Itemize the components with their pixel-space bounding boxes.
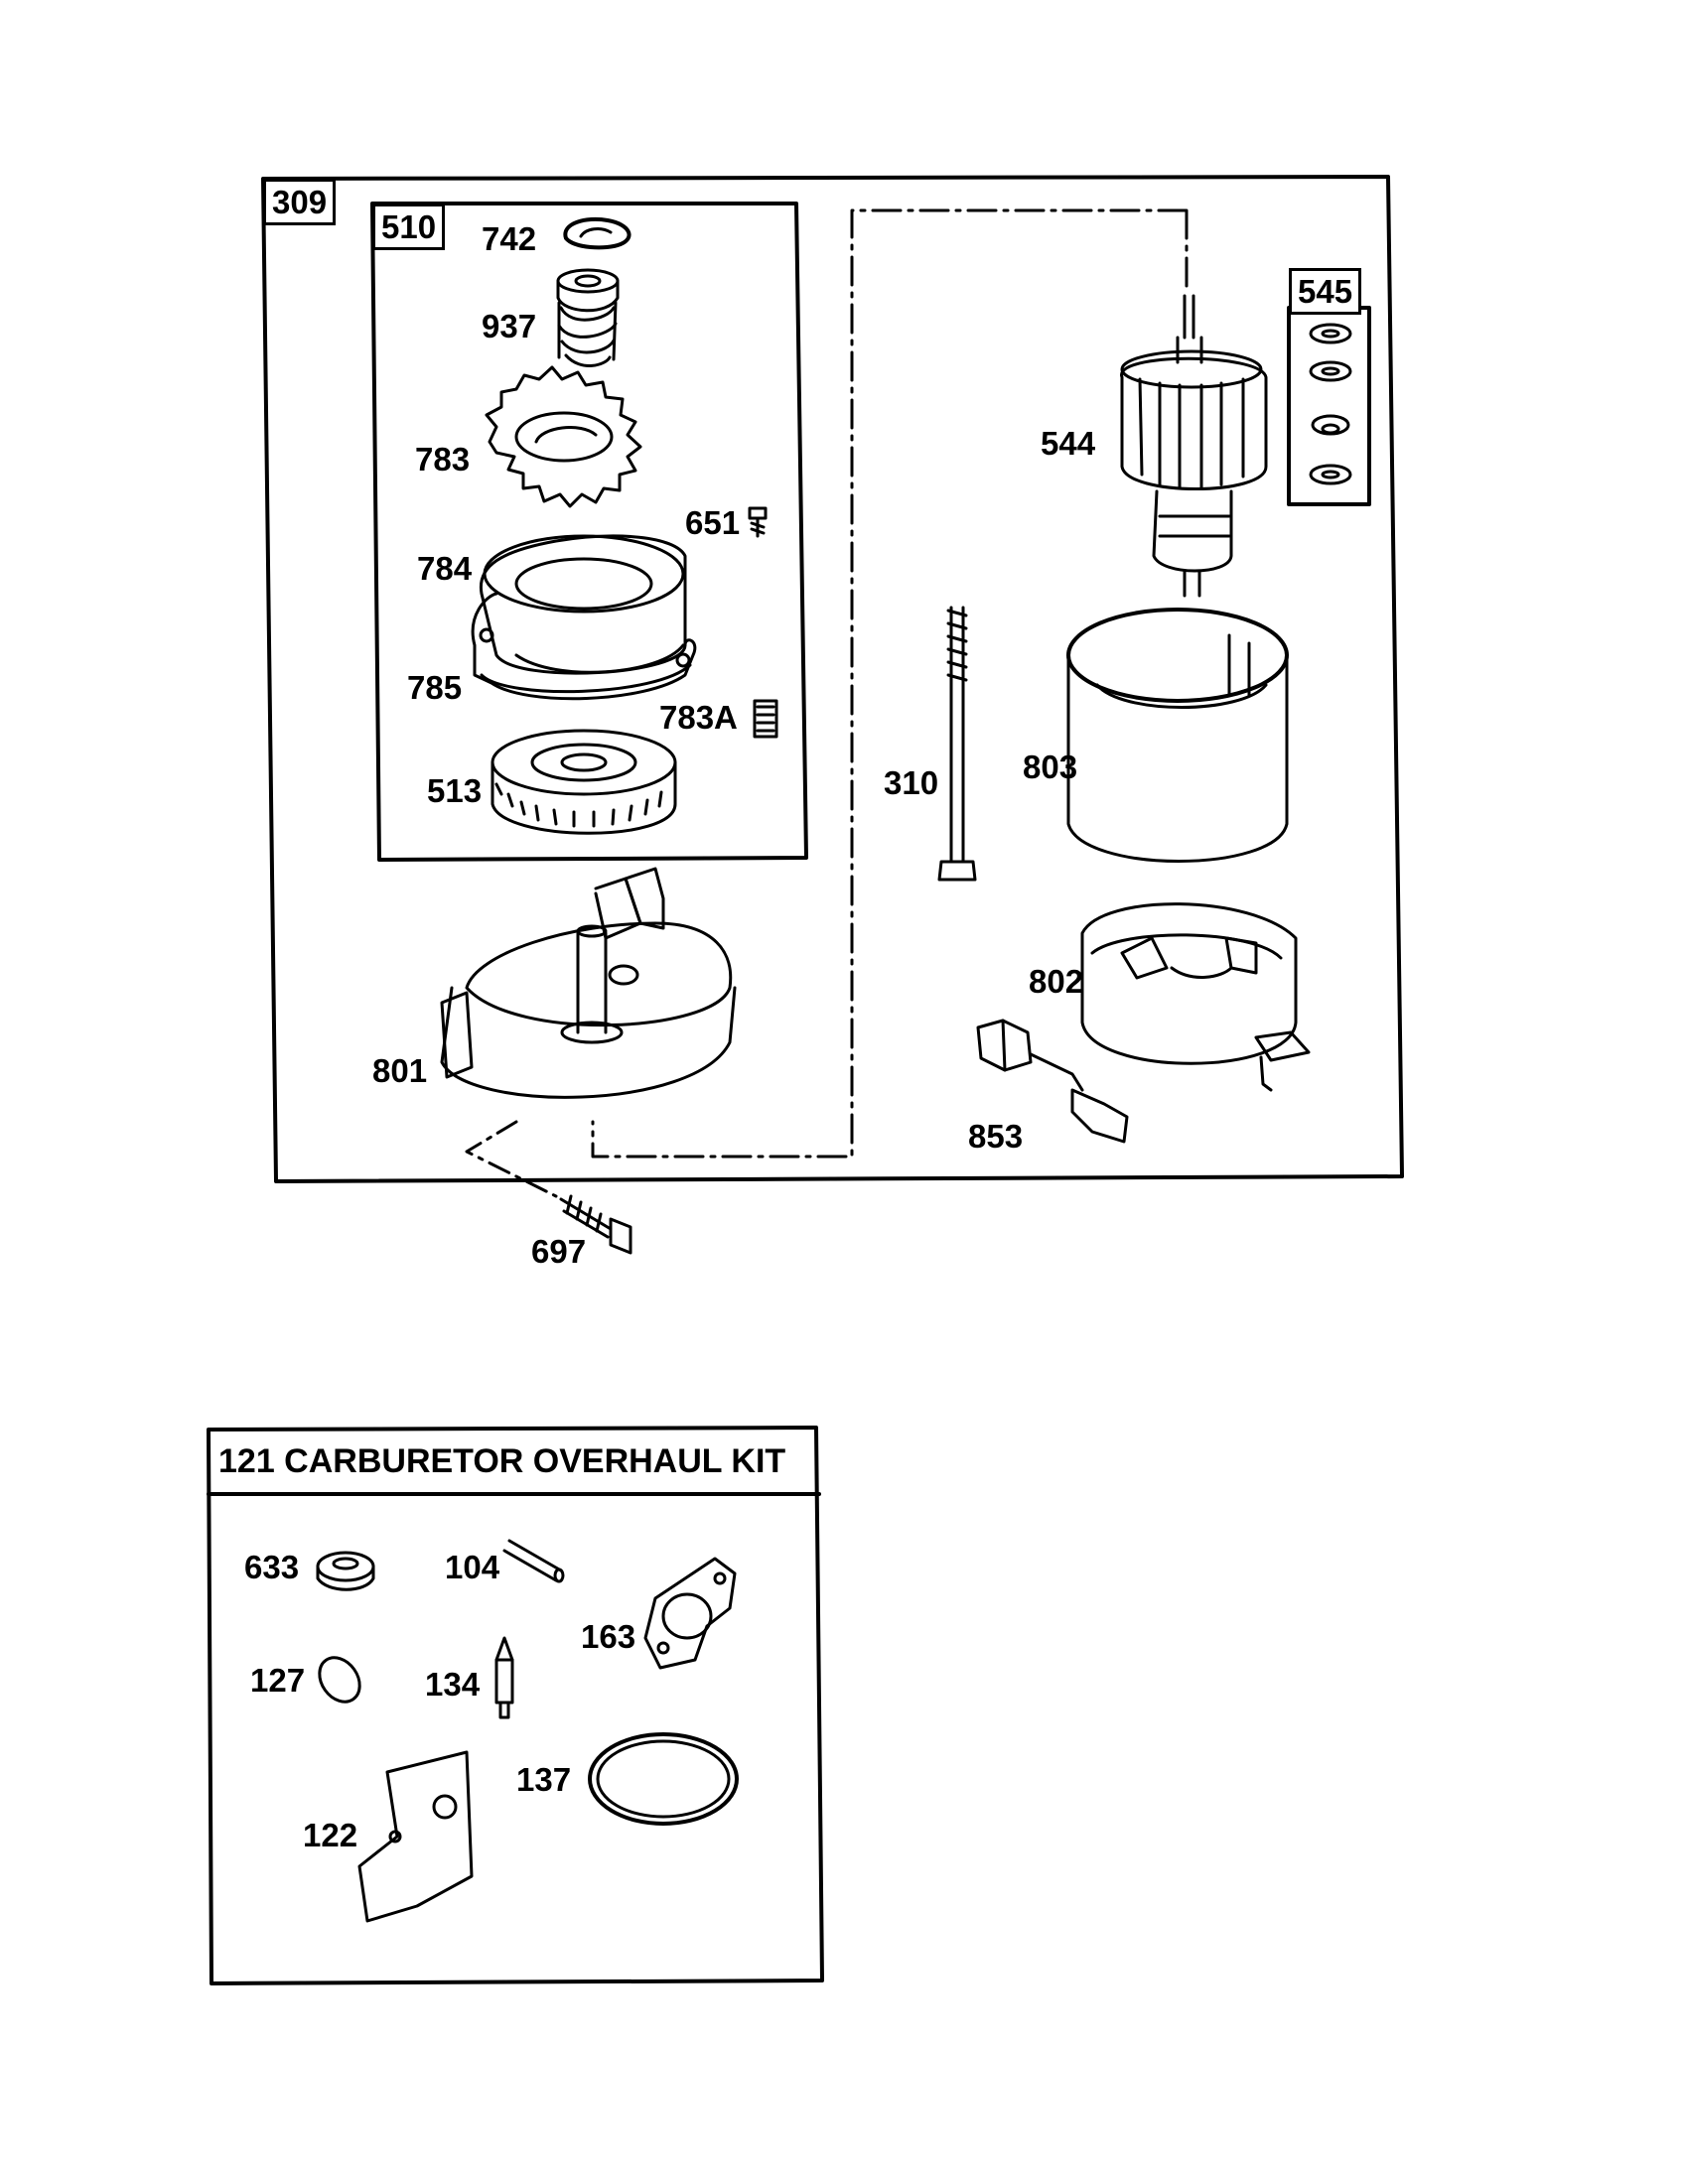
part-802-drawing	[1080, 902, 1311, 1092]
part-785-label: 785	[407, 669, 463, 706]
part-651-drawing	[748, 506, 768, 538]
part-937-label: 937	[482, 308, 537, 344]
part-122-label: 122	[303, 1817, 358, 1853]
part-127-drawing	[318, 1656, 361, 1704]
part-633-drawing	[316, 1551, 375, 1591]
dashdot-leader-right	[591, 208, 1189, 1159]
part-163-label: 163	[581, 1618, 636, 1655]
part-783-drawing	[485, 365, 642, 508]
part-783A-drawing	[753, 699, 778, 739]
assembly-309-frame	[261, 175, 1404, 1183]
part-697-drawing	[559, 1194, 632, 1255]
part-742-label: 742	[482, 220, 537, 257]
part-801-label: 801	[372, 1052, 428, 1089]
part-783A-label: 783A	[659, 699, 738, 736]
part-137-label: 137	[516, 1761, 572, 1798]
part-545-drawing	[1309, 323, 1352, 485]
part-802-label: 802	[1029, 963, 1084, 1000]
part-784-label: 784	[417, 550, 473, 587]
part-127-label: 127	[250, 1662, 306, 1699]
part-513-drawing	[491, 729, 677, 835]
part-651-label: 651	[685, 504, 741, 541]
kit-title: 121 CARBURETOR OVERHAUL KIT	[218, 1442, 786, 1480]
part-742-drawing	[563, 216, 632, 250]
part-544-label: 544	[1041, 425, 1096, 462]
part-803-drawing	[1066, 608, 1289, 863]
part-104-label: 104	[445, 1549, 500, 1585]
kit-frame	[207, 1426, 824, 1985]
dashdot-leader-697	[465, 1120, 558, 1198]
part-783-label: 783	[415, 441, 471, 478]
part-104-drawing	[502, 1539, 565, 1583]
part-137-drawing	[588, 1732, 739, 1826]
part-697-label: 697	[531, 1233, 587, 1270]
subassembly-510-frame	[370, 202, 808, 862]
part-122-drawing	[357, 1750, 474, 1923]
part-633-label: 633	[244, 1549, 300, 1585]
part-801-drawing	[440, 867, 737, 1099]
part-134-drawing	[494, 1636, 514, 1719]
part-853-drawing	[976, 1019, 1129, 1144]
part-784-drawing	[479, 534, 687, 675]
part-513-label: 513	[427, 772, 483, 809]
bearing-kit-545-label: 545	[1289, 268, 1362, 315]
part-134-label: 134	[425, 1666, 481, 1703]
assembly-309-label: 309	[263, 179, 337, 225]
part-803-label: 803	[1023, 749, 1078, 785]
part-785-drawing	[471, 592, 697, 701]
subassembly-510-label: 510	[372, 204, 446, 250]
part-853-label: 853	[968, 1118, 1024, 1155]
part-937-drawing	[556, 268, 620, 367]
part-544-drawing	[1120, 294, 1268, 598]
part-310-label: 310	[884, 764, 939, 801]
part-163-drawing	[643, 1557, 737, 1670]
part-310-drawing	[937, 606, 977, 882]
